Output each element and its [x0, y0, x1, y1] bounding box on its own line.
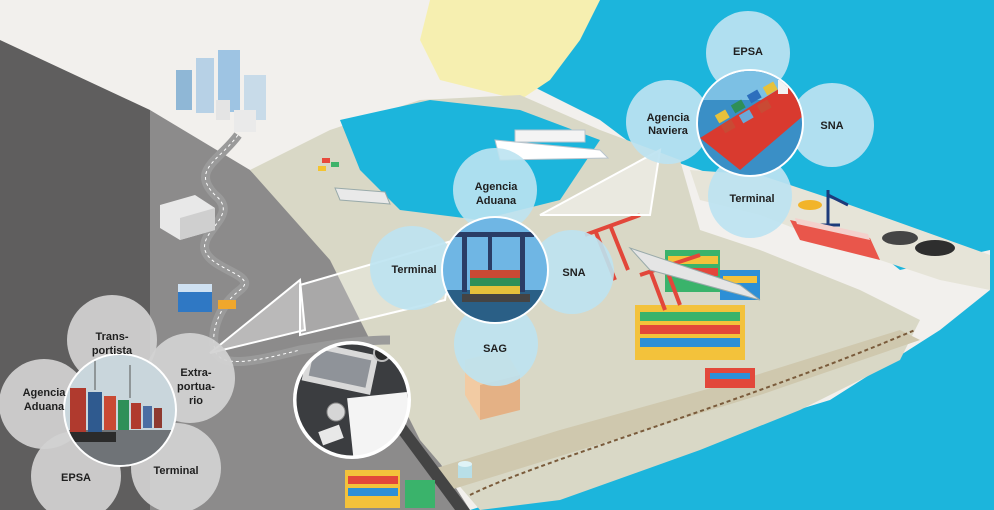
tanker-ship-icon [790, 218, 880, 260]
container-truck-icon [65, 355, 175, 465]
city-buildings-icon [176, 50, 266, 132]
pier-strip [430, 330, 920, 490]
label-agencia-aduana-truck-line2: Aduana [24, 401, 65, 413]
bubble-agencia-aduana-terminal [453, 148, 537, 232]
container-stack-bottom [345, 470, 435, 508]
label-epsa-truck: EPSA [61, 472, 91, 484]
bubble-terminal-ship [708, 154, 792, 238]
label-terminal-ship: Terminal [729, 193, 774, 205]
container-yard-main [635, 305, 755, 388]
silo-icon [458, 461, 472, 478]
label-epsa-ship: EPSA [733, 46, 763, 58]
documents-circle [293, 341, 411, 459]
label-agencia-aduana-truck-line1: Agencia [23, 387, 67, 399]
label-agencia-aduana-terminal-line1: Agencia [475, 181, 519, 193]
label-sna-terminal: SNA [562, 267, 585, 279]
cruise-ship-icon [494, 129, 610, 161]
warehouse-icon [160, 195, 215, 240]
bubble-sna-terminal [530, 230, 614, 314]
connector-triangle-truck [209, 278, 307, 354]
label-agencia-naviera-line2: Naviera [648, 125, 689, 137]
label-terminal-truck: Terminal [153, 465, 198, 477]
label-extraportuario-line2: portua- [177, 381, 215, 393]
gate-building [178, 284, 236, 312]
office-documents-icon [295, 343, 409, 457]
bulk-cargo-piles [798, 200, 955, 256]
bubble-sna-ship [790, 83, 874, 167]
bubble-sag [454, 302, 538, 386]
bubble-agencia-naviera [626, 80, 710, 164]
label-extraportuario-line3: rio [189, 395, 203, 407]
beach-area [420, 0, 600, 100]
label-transportista-line2: portista [92, 345, 133, 357]
connector-triangle-ship [539, 148, 662, 216]
label-transportista-line1: Trans- [95, 331, 128, 343]
label-agencia-aduana-terminal-line2: Aduana [476, 195, 517, 207]
bubble-terminal-terminal [370, 226, 454, 310]
docked-ship [628, 246, 761, 301]
small-boat-icon [334, 187, 391, 205]
label-terminal-terminal: Terminal [391, 264, 436, 276]
label-sna-ship: SNA [820, 120, 843, 132]
ship-stakeholder-group: EPSA Agencia Naviera SNA Terminal [626, 11, 874, 238]
container-stack-small [318, 158, 339, 171]
label-agencia-naviera-line1: Agencia [647, 112, 691, 124]
label-extraportuario-line1: Extra- [180, 367, 212, 379]
label-sag: SAG [483, 343, 507, 355]
truck-stakeholder-group: Trans- portista Extra- portua- rio Agenc… [0, 295, 235, 510]
